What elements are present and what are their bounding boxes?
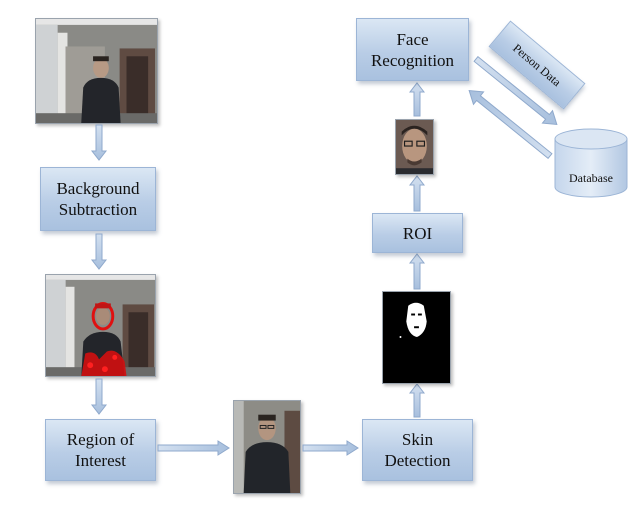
roi-crop-photo [233,400,301,494]
database-label: Database [569,171,613,185]
arrow-photo-to-background-subtraction [90,124,108,161]
skin-detection-box: Skin Detection [362,419,473,481]
arrow-database-to-face-recognition [468,80,554,160]
background-subtraction-box: Background Subtraction [40,167,156,231]
database-cylinder: Database [553,127,629,199]
arrow-photo-to-region-of-interest [90,378,108,415]
foreground-mask-photo [45,274,156,377]
arrow-skin-detection-to-mask [408,383,426,418]
input-frame-photo [35,18,158,124]
arrow-photo-to-skin-detection [302,440,359,456]
arrow-background-subtraction-to-photo [90,233,108,270]
arrow-face-crop-to-face-recognition [408,82,426,117]
roi-box: ROI [372,213,463,253]
arrow-mask-to-roi [408,253,426,290]
arrow-region-of-interest-to-photo [157,440,230,456]
skin-mask-photo [382,291,451,384]
face-crop-photo [395,119,434,175]
arrow-face-recognition-to-database [472,55,558,131]
arrow-roi-to-face-crop [408,175,426,212]
face-recognition-box: Face Recognition [356,18,469,81]
region-of-interest-box: Region of Interest [45,419,156,481]
